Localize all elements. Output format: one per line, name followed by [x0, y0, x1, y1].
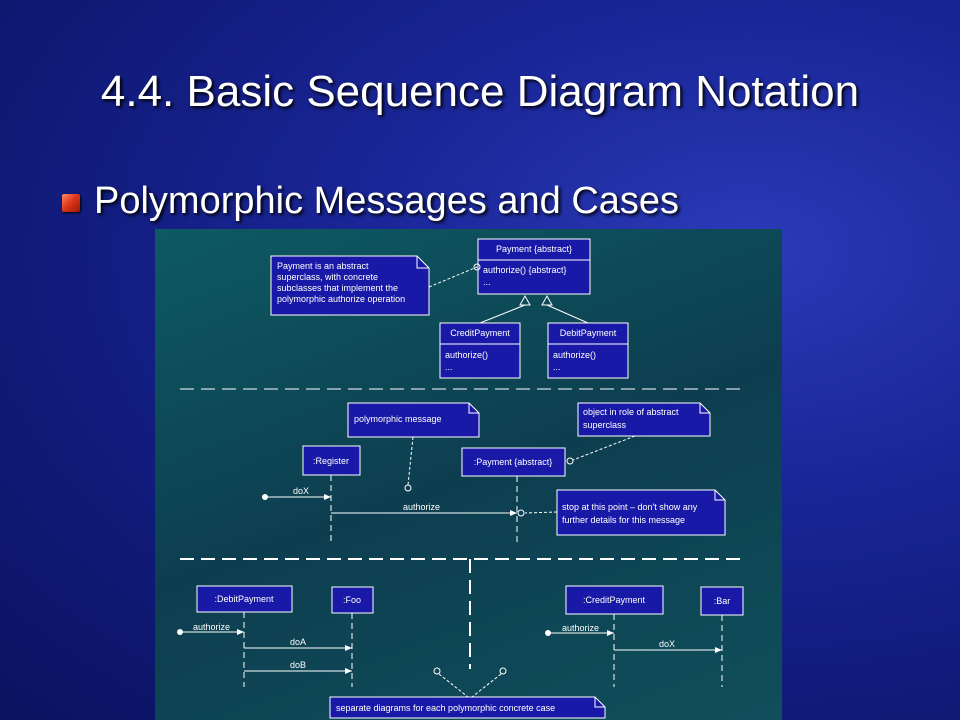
lifeline-credit-payment: :CreditPayment [565, 585, 664, 687]
class-debit-payment-name: DebitPayment [560, 328, 617, 338]
message-dob: doB [244, 660, 352, 674]
lifeline-debit-payment: :DebitPayment [196, 585, 293, 687]
note-separate-text: separate diagrams for each polymorphic c… [336, 703, 555, 713]
class-credit-payment: CreditPayment authorize() ... [439, 322, 521, 379]
lifeline-register: :Register [302, 445, 361, 543]
note-role-line-2: superclass [583, 420, 627, 430]
message-doa-label: doA [290, 637, 306, 647]
uml-diagram: Payment {abstract} authorize() {abstract… [155, 229, 782, 720]
lifeline-payment: :Payment {abstract} [461, 447, 566, 543]
class-debit-payment-op: authorize() [553, 350, 596, 360]
lifeline-register-label: :Register [313, 456, 349, 466]
note-object-role: object in role of abstract superclass [566, 402, 711, 465]
note-separate-diagrams: separate diagrams for each polymorphic c… [329, 667, 606, 719]
generalization-arrows [479, 294, 589, 324]
lifeline-foo: :Foo [331, 586, 374, 687]
note-abstract-line-1: Payment is an abstract [277, 261, 369, 271]
message-right-authorize-label: authorize [562, 623, 599, 633]
class-debit-payment-op-more: ... [553, 362, 561, 372]
note-abstract-superclass: Payment is an abstract superclass, with … [270, 255, 481, 316]
lifeline-foo-label: :Foo [343, 595, 361, 605]
uml-diagram-canvas: Payment {abstract} authorize() {abstract… [177, 238, 744, 719]
class-debit-payment: DebitPayment authorize() ... [547, 322, 629, 379]
note-stop-line-1: stop at this point – don't show any [562, 502, 698, 512]
message-right-dox-label: doX [659, 639, 675, 649]
note-abstract-line-3: subclasses that implement the [277, 283, 398, 293]
message-doa: doA [244, 637, 352, 651]
message-authorize: authorize [331, 502, 525, 517]
class-payment-op: authorize() {abstract} [483, 265, 567, 275]
class-payment-op-more: ... [483, 277, 491, 287]
class-payment-name: Payment {abstract} [496, 244, 572, 254]
class-credit-payment-name: CreditPayment [450, 328, 510, 338]
bullet-square-icon [62, 194, 80, 212]
lifeline-debit-payment-label: :DebitPayment [214, 594, 274, 604]
bullet-text: Polymorphic Messages and Cases [94, 180, 680, 222]
message-right-authorize: authorize [545, 623, 614, 636]
message-authorize-label: authorize [403, 502, 440, 512]
note-polymorphic-message: polymorphic message [347, 402, 480, 492]
class-credit-payment-op: authorize() [445, 350, 488, 360]
slide-title: 4.4. Basic Sequence Diagram Notation [100, 67, 860, 116]
class-payment: Payment {abstract} authorize() {abstract… [477, 238, 591, 295]
lifeline-payment-label: :Payment {abstract} [474, 457, 553, 467]
note-stop-here: stop at this point – don't show any furt… [524, 489, 726, 536]
note-polymorphic-text: polymorphic message [354, 414, 442, 424]
lifeline-credit-payment-label: :CreditPayment [583, 595, 646, 605]
note-abstract-line-2: superclass, with concrete [277, 272, 378, 282]
message-dob-label: doB [290, 660, 306, 670]
note-abstract-line-4: polymorphic authorize operation [277, 294, 405, 304]
class-credit-payment-op-more: ... [445, 362, 453, 372]
lifeline-bar: :Bar [700, 586, 744, 687]
message-right-dox: doX [614, 639, 722, 653]
message-dox-label: doX [293, 486, 309, 496]
message-dox: doX [262, 486, 331, 500]
lifeline-bar-label: :Bar [714, 596, 731, 606]
message-left-authorize: authorize [177, 622, 244, 635]
message-left-authorize-label: authorize [193, 622, 230, 632]
note-role-line-1: object in role of abstract [583, 407, 679, 417]
note-stop-line-2: further details for this message [562, 515, 685, 525]
